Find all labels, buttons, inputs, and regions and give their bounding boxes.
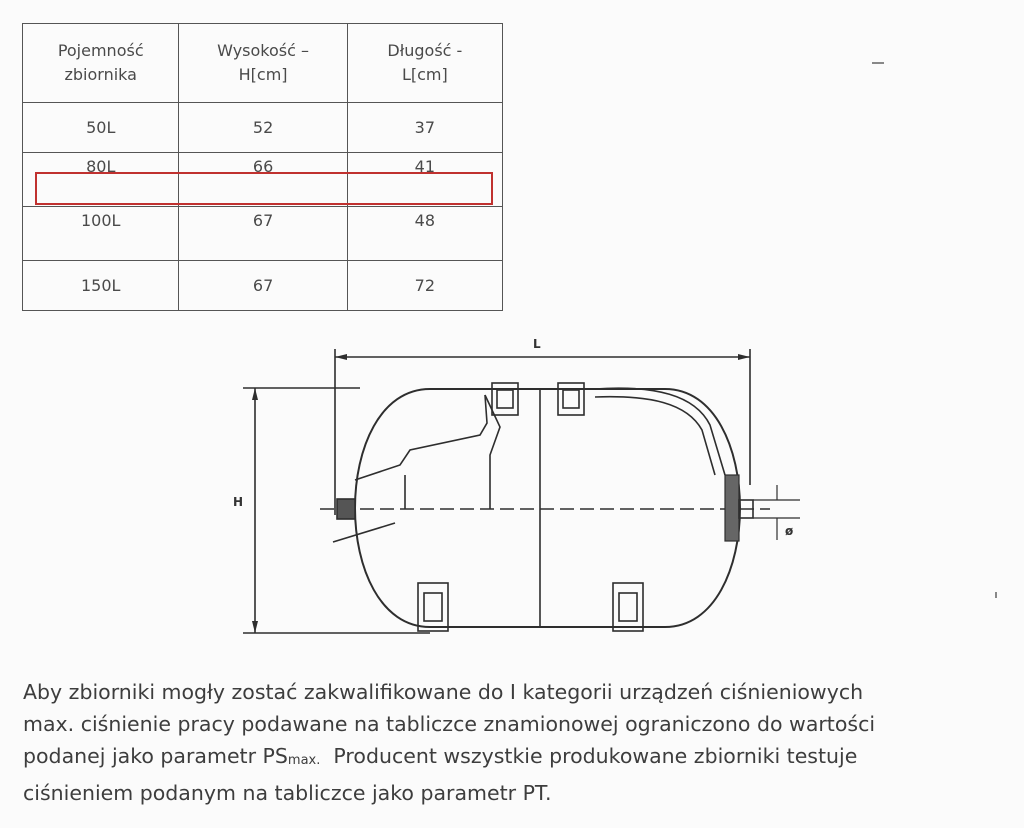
classification-paragraph: Aby zbiorniki mogły zostać zakwalifikowa… [23,676,1013,809]
water-connector-nipple [738,499,754,519]
label-diameter: ø [785,524,793,538]
cell-length: 37 [346,102,504,153]
cell-capacity: 80L [21,152,180,207]
scan-speck [995,592,997,598]
table-row-highlighted: 80L 66 41 [21,152,504,207]
cell-length: 72 [346,260,504,311]
cell-height: 67 [178,206,348,261]
paragraph-ps-subscript: max. [287,753,321,768]
header-height-line2: H[cm] [238,65,288,84]
cell-height: 52 [178,102,348,153]
table-row: 100L 67 48 [21,206,504,261]
label-height: H [233,495,243,509]
label-length: L [533,337,541,351]
cell-capacity: 150L [21,260,180,311]
table-row: 150L 67 72 [21,260,504,311]
arrow-bottom [252,621,258,633]
header-length-line2: L[cm] [401,65,448,84]
top-pipe-inner [594,395,716,476]
table-header-row: Pojemność zbiornika Wysokość – H[cm] Dłu… [21,23,504,103]
top-bracket-right [557,382,585,416]
header-capacity-line1: Pojemność [57,41,144,60]
air-valve [336,498,356,520]
header-height-line1: Wysokość – [217,41,309,60]
top-bracket-left [491,382,519,416]
scan-speck [872,62,884,64]
header-length-line1: Długość - [387,41,463,60]
bottom-foot-right [612,582,644,632]
tank-body-outline [354,388,741,628]
header-height: Wysokość – H[cm] [178,23,348,103]
membrane-line [354,394,488,481]
water-connector-flange [724,474,740,542]
paragraph-line: ciśnieniem podanym na tabliczce jako par… [23,781,552,805]
cell-height: 67 [178,260,348,311]
paragraph-line: podanej jako parametr PSmax. Producent w… [23,740,1013,777]
cell-height: 66 [178,152,348,207]
arrow-left [335,354,347,360]
bottom-foot-left [417,582,449,632]
tank-technical-drawing: L H ø [233,337,800,634]
row-highlight-box [35,172,493,205]
paragraph-line: Aby zbiorniki mogły zostać zakwalifikowa… [23,680,864,704]
valve-leader-line [332,522,396,543]
top-pipe-outer [594,387,726,476]
tank-dimensions-table: Pojemność zbiornika Wysokość – H[cm] Dłu… [21,23,504,311]
cell-capacity: 100L [21,206,180,261]
header-length: Długość - L[cm] [346,23,504,103]
header-capacity: Pojemność zbiornika [21,23,180,103]
table-row: 50L 52 37 [21,102,504,153]
bottom-foot-right-inner [618,592,638,622]
bottom-foot-left-inner [423,592,443,622]
top-bracket-left-inner [496,389,514,409]
cell-length: 48 [346,206,504,261]
paragraph-line3-end: Producent wszystkie produkowane zbiornik… [320,744,858,768]
arrow-right [738,354,750,360]
paragraph-line: max. ciśnienie pracy podawane na tablicz… [23,712,876,736]
header-capacity-line2: zbiornika [64,65,137,84]
paragraph-ps-text: podanej jako parametr PS [23,744,288,768]
arrow-top [252,388,258,400]
top-bracket-right-inner [562,389,580,409]
cell-capacity: 50L [21,102,180,153]
